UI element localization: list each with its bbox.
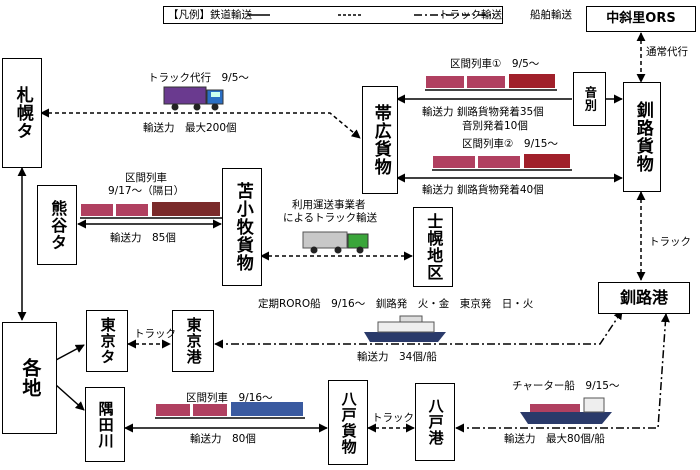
truck-icon: [163, 86, 224, 111]
ship-icon: [520, 397, 612, 424]
node-hachinohe-freight: 八戸貨物: [328, 380, 368, 465]
label-capacity-34: 輸送力 34個/船: [357, 351, 437, 363]
node-kushiro-port: 釧路港: [598, 282, 690, 314]
charter-ship-line: [455, 313, 670, 433]
node-shihoro: 士幌地区: [413, 207, 453, 287]
node-onbetsu: 音別: [573, 72, 606, 126]
label-truck-kushiro: トラック: [649, 236, 691, 248]
label-truck-hachinohe: トラック: [372, 412, 414, 424]
node-kushiro: 釧路貨物: [623, 82, 661, 192]
train-icon: [80, 202, 222, 219]
label-capacity-80: 輸送力 80個: [190, 433, 256, 445]
node-tokyo-port: 東京港: [172, 310, 214, 372]
label-sumida-train: 区間列車 9/16～: [186, 392, 273, 404]
legend: 【凡例】鉄道輸送 トラック輸送 船舶輸送: [163, 6, 572, 24]
label-usual-substitute: 通常代行: [646, 46, 688, 58]
node-sapporo: 札幌タ: [2, 58, 42, 168]
label-section1: 区間列車① 9/5～: [450, 58, 540, 70]
kakuchi-tokyo-line: [55, 344, 85, 361]
train-icon: [155, 402, 305, 419]
legend-truck-offset-fix: [163, 6, 503, 24]
node-tokyo-t: 東京タ: [86, 310, 128, 372]
label-section1-cap2: 音別発着10個: [462, 120, 528, 132]
node-kumagaya: 熊谷タ: [37, 185, 77, 265]
label-roro: 定期RORO船 9/16～ 釧路発 火・金 東京発 日・火: [258, 298, 534, 310]
label-capacity-85: 輸送力 85個: [110, 232, 176, 244]
label-capacity-200: 輸送力 最大200個: [143, 122, 237, 134]
node-obihiro: 帯広貨物: [362, 86, 398, 194]
label-truck-tokyo: トラック: [134, 328, 176, 340]
sapporo-obihiro-truck-line: [40, 108, 361, 139]
node-kakuchi: 各地: [2, 322, 57, 434]
kakuchi-sumida-line: [55, 384, 85, 411]
label-section1-cap1: 輸送力 釧路貨物発着35個: [422, 106, 544, 118]
label-carrier2: によるトラック輸送: [283, 212, 378, 224]
train-icon: [432, 154, 572, 171]
legend-title: 【凡例】鉄道輸送: [168, 9, 252, 21]
label-charter: チャーター船 9/15～: [512, 380, 620, 392]
truck-icon: [302, 231, 369, 254]
label-carrier1: 利用運送事業者: [292, 199, 366, 211]
label-section2-cap: 輸送力 釧路貨物発着40個: [422, 184, 544, 196]
node-tomakomai: 苫小牧貨物: [222, 168, 262, 286]
legend-ship: 船舶輸送: [530, 9, 572, 21]
ship-icon: [364, 315, 446, 342]
node-hachinohe-port: 八戸港: [415, 383, 455, 461]
label-capacity-max80: 輸送力 最大80個/船: [504, 433, 605, 445]
legend-truck: トラック輸送: [439, 9, 502, 21]
node-naka-shari: 中斜里ORS: [586, 6, 696, 32]
train-icon: [425, 74, 557, 91]
label-section2: 区間列車② 9/15～: [462, 138, 558, 150]
label-kumagaya-train: 区間列車: [125, 172, 167, 184]
label-kumagaya-date: 9/17～（隔日）: [108, 185, 185, 197]
node-sumidagawa: 隅田川: [85, 387, 125, 462]
label-truck-substitute: トラック代行 9/5～: [148, 72, 249, 84]
